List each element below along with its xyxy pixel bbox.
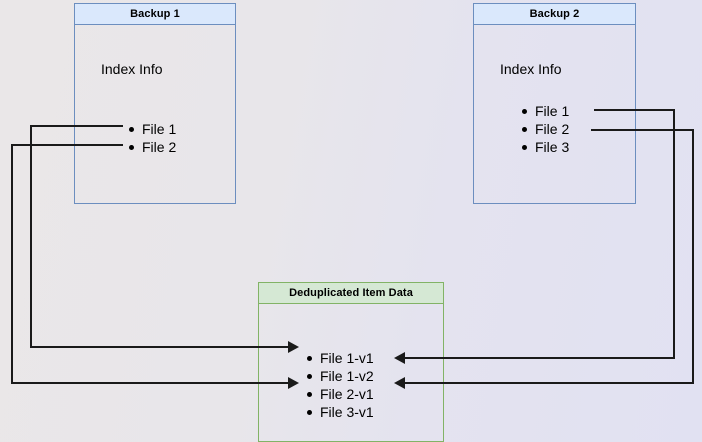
dedup-body: File 1-v1 File 1-v2 File 2-v1 File 3-v1 — [259, 304, 443, 441]
connector-b1f2-seg-h-bottom — [11, 382, 288, 384]
connector-b2f2-seg-h-top — [591, 129, 694, 131]
connector-b2f2-seg-v — [692, 129, 694, 383]
list-item: File 3 — [519, 138, 569, 156]
connector-b1f1-seg-h-top — [30, 125, 123, 127]
backup-2-index-label: Index Info — [500, 61, 562, 77]
connector-b1f1-arrowhead — [288, 341, 299, 353]
connector-b2f1-seg-h-bottom — [405, 357, 675, 359]
list-item: File 1-v1 — [304, 349, 374, 367]
backup-2-file-list: File 1 File 2 File 3 — [519, 102, 569, 156]
list-item: File 2-v1 — [304, 385, 374, 403]
list-item: File 1 — [126, 120, 176, 138]
connector-b1f1-seg-v — [30, 125, 32, 348]
connector-b1f2-seg-h-top — [11, 144, 123, 146]
backup-1-title: Backup 1 — [75, 4, 235, 25]
connector-b2f1-seg-v — [673, 109, 675, 359]
connector-b1f1-seg-h-bottom — [30, 346, 288, 348]
backup-2-box[interactable]: Backup 2 Index Info File 1 File 2 File 3 — [473, 3, 636, 204]
dedup-title: Deduplicated Item Data — [259, 283, 443, 304]
list-item: File 3-v1 — [304, 403, 374, 421]
deduplicated-item-data-box[interactable]: Deduplicated Item Data File 1-v1 File 1-… — [258, 282, 444, 442]
connector-b2f2-arrowhead — [394, 377, 405, 389]
connector-b2f2-seg-h-bottom — [405, 382, 694, 384]
backup-1-file-list: File 1 File 2 — [126, 120, 176, 156]
list-item: File 2 — [519, 120, 569, 138]
backup-1-body: Index Info File 1 File 2 — [75, 25, 235, 203]
connector-b2f1-seg-h-top — [594, 109, 675, 111]
dedup-item-list: File 1-v1 File 1-v2 File 2-v1 File 3-v1 — [304, 349, 374, 421]
list-item: File 2 — [126, 138, 176, 156]
connector-b2f1-arrowhead — [394, 352, 405, 364]
connector-b1f2-seg-v — [11, 144, 13, 383]
connector-b1f2-arrowhead — [288, 377, 299, 389]
list-item: File 1-v2 — [304, 367, 374, 385]
backup-2-title: Backup 2 — [474, 4, 635, 25]
backup-1-box[interactable]: Backup 1 Index Info File 1 File 2 — [74, 3, 236, 204]
backup-1-index-label: Index Info — [101, 61, 163, 77]
backup-2-body: Index Info File 1 File 2 File 3 — [474, 25, 635, 203]
list-item: File 1 — [519, 102, 569, 120]
